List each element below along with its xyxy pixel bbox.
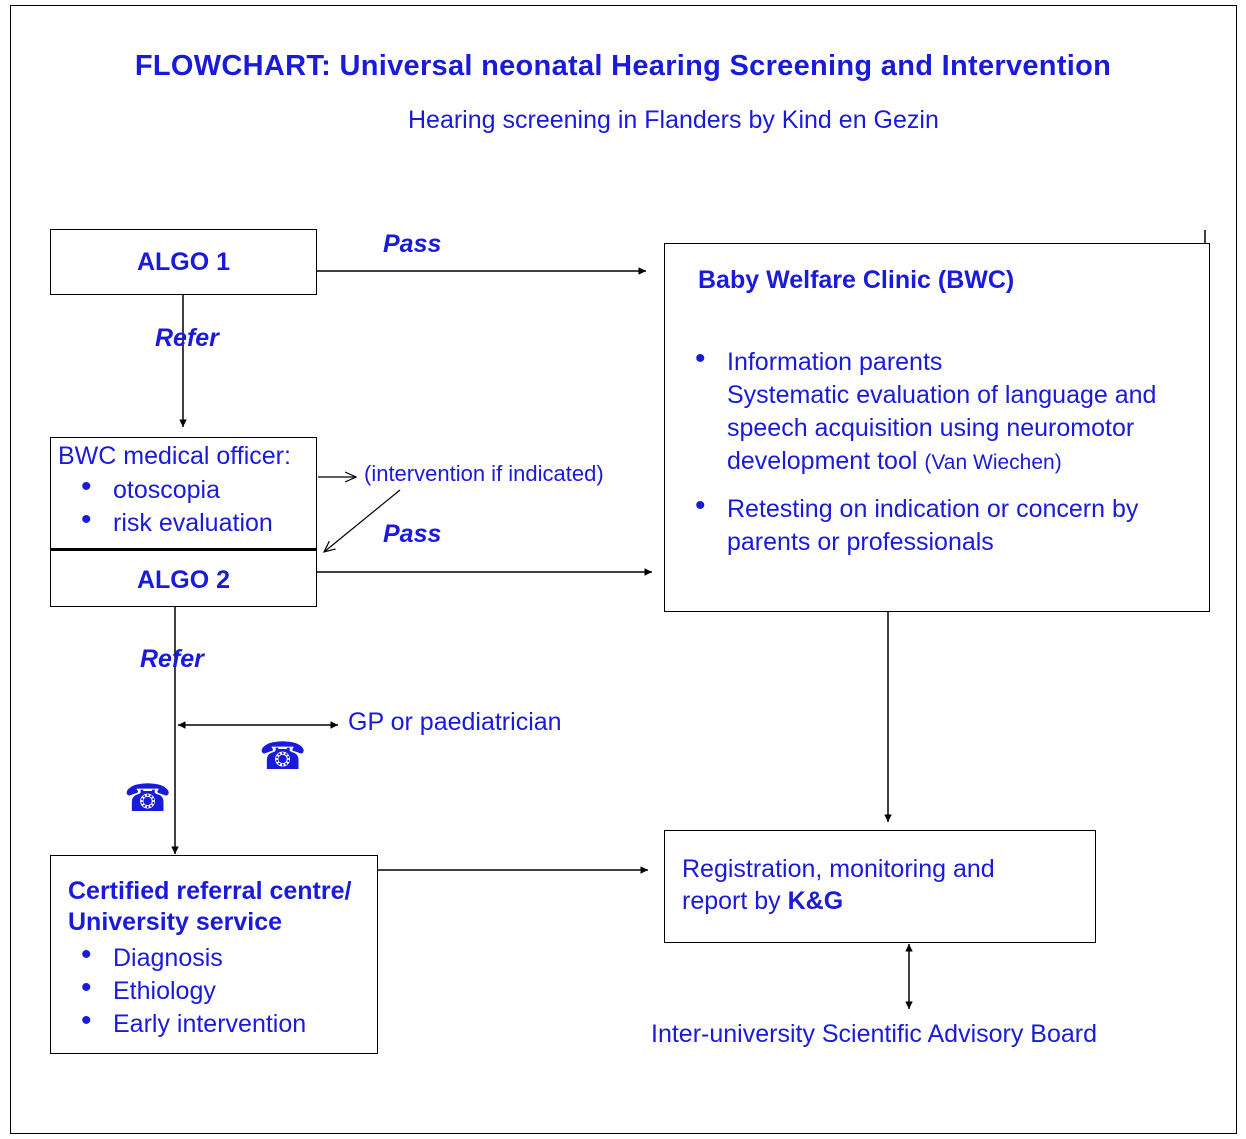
medical-officer-heading: BWC medical officer: xyxy=(58,442,291,470)
list-item: Ethiology xyxy=(51,971,306,1008)
bwc-box: Baby Welfare Clinic (BWC) Information pa… xyxy=(664,243,1210,612)
referral-centre-list: Diagnosis Ethiology Early intervention xyxy=(51,938,306,1041)
box-divider xyxy=(51,548,316,551)
referral-centre-title-line2: University service xyxy=(68,908,283,936)
telephone-icon: ☎ xyxy=(124,778,172,820)
diagram-frame xyxy=(10,5,1237,1134)
referral-centre-title-line1: Certified referral centre/ xyxy=(68,877,352,905)
registration-text-block: Registration, monitoring and report by K… xyxy=(682,853,1042,917)
list-item: Diagnosis xyxy=(51,938,306,975)
registration-kg: K&G xyxy=(787,887,844,915)
list-item: Retesting on indication or concern by pa… xyxy=(665,489,1205,559)
bwc-item1-line2: Systematic evaluation of language and sp… xyxy=(727,381,1157,475)
bwc-item1-line1: Information parents xyxy=(727,348,943,376)
list-item: risk evaluation xyxy=(51,503,273,540)
medical-officer-list: otoscopia risk evaluation xyxy=(51,470,273,540)
flowchart-subtitle: Hearing screening in Flanders by Kind en… xyxy=(408,106,939,134)
edge-label-refer-1: Refer xyxy=(155,324,219,352)
registration-box: Registration, monitoring and report by K… xyxy=(664,830,1096,943)
algo1-label: ALGO 1 xyxy=(136,247,231,276)
flowchart-title: FLOWCHART: Universal neonatal Hearing Sc… xyxy=(134,50,1112,82)
bwc-title: Baby Welfare Clinic (BWC) xyxy=(698,266,1015,294)
referral-centre-title: Certified referral centre/ University se… xyxy=(68,876,351,938)
edge-label-pass-1: Pass xyxy=(383,230,442,258)
gp-label: GP or paediatrician xyxy=(348,708,562,736)
arrow-intervention-to-algo2 xyxy=(324,489,401,552)
bwc-item1-note: (Van Wiechen) xyxy=(924,451,1062,474)
intervention-note: (intervention if indicated) xyxy=(364,461,604,486)
list-item: Early intervention xyxy=(51,1004,306,1041)
algo1-box: ALGO 1 xyxy=(50,229,317,295)
list-item: Information parents Systematic evaluatio… xyxy=(665,342,1205,479)
medical-officer-box: BWC medical officer: otoscopia risk eval… xyxy=(50,437,317,607)
registration-text: Registration, monitoring and report by xyxy=(682,855,995,915)
edge-label-refer-2: Refer xyxy=(140,645,204,673)
telephone-icon: ☎ xyxy=(259,736,307,778)
list-item: otoscopia xyxy=(51,470,273,507)
referral-centre-box: Certified referral centre/ University se… xyxy=(50,855,378,1054)
edge-label-pass-2: Pass xyxy=(383,520,442,548)
advisory-board-label: Inter-university Scientific Advisory Boa… xyxy=(651,1020,1098,1048)
algo2-label: ALGO 2 xyxy=(136,566,231,594)
bwc-list: Information parents Systematic evaluatio… xyxy=(665,342,1205,559)
